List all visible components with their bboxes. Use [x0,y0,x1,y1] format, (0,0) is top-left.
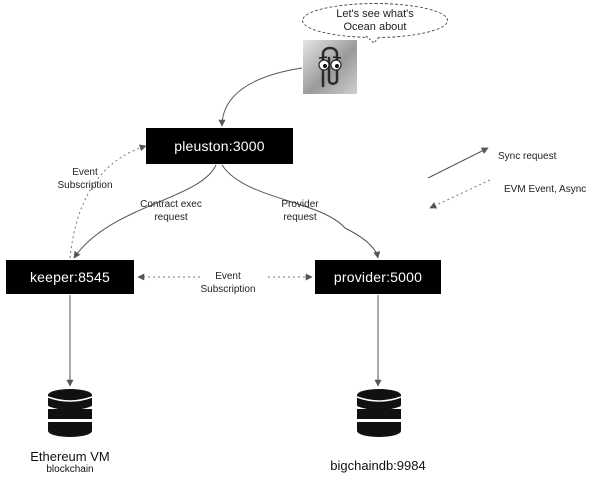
ethereum-db-name: Ethereum VM [30,449,110,464]
bigchain-db-name: bigchaindb:9984 [330,458,426,473]
legend-sync-label: Sync request [498,151,557,162]
keeper-to-pleuston-event-arrow [69,144,147,259]
ethereum-db-sub: blockchain [46,464,94,475]
ethereum-db-label: Ethereum VM blockchain [20,449,120,475]
clippy-to-pleuston-arrow [218,67,303,127]
pleuston-label: pleuston:3000 [174,138,265,154]
bigchain-database-icon [356,389,402,437]
label-line: Event [72,167,98,178]
legend-sync-arrow [427,147,489,179]
event-subscription-middle-label: Event Subscription [183,270,273,296]
keeper-node: keeper:8545 [6,260,134,294]
provider-request-label: Provider request [255,198,345,224]
bubble-tail [365,36,381,44]
legend-async-arrow [429,179,491,209]
event-subscription-left-label: Event Subscription [40,166,130,192]
bigchain-db-label: bigchaindb:9984 [318,458,438,473]
clippy-paperclip-icon [303,40,357,94]
pleuston-to-keeper-arrow [73,164,217,259]
contract-exec-label: Contract exec request [126,198,216,224]
label-line: request [283,212,317,223]
label-line: Provider [281,199,319,210]
provider-label: provider:5000 [333,269,423,285]
speech-bubble: Let's see what's Ocean about [302,3,448,38]
ethereum-database-icon [47,389,93,437]
pleuston-to-provider-arrow [221,164,381,259]
bubble-line-2: Ocean about [343,20,407,33]
label-line: Subscription [200,284,256,295]
provider-node: provider:5000 [315,260,441,294]
bubble-line-1: Let's see what's [336,7,414,20]
legend-async-label: EVM Event, Async [504,184,587,195]
pleuston-node: pleuston:3000 [146,128,293,164]
label-line: Event [215,271,241,282]
label-line: Subscription [57,180,113,191]
keeper-label: keeper:8545 [29,269,111,285]
label-line: Contract exec [140,199,202,210]
label-line: request [154,212,188,223]
